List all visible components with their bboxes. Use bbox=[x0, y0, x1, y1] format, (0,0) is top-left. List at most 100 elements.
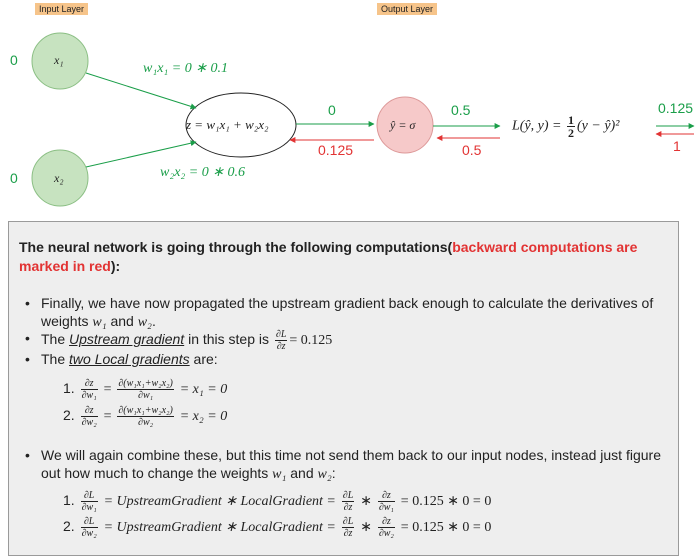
bullet-2-text: The Upstream gradient in this step is ∂L… bbox=[41, 329, 332, 352]
dw2-den: ∂w₂ bbox=[378, 528, 394, 539]
z-forward-value: 0 bbox=[328, 102, 336, 118]
loss-backward-value: 1 bbox=[673, 138, 681, 154]
panel-heading: The neural network is going through the … bbox=[19, 238, 669, 276]
combo-2-number: 2. bbox=[63, 518, 75, 535]
loss-half-den: 2 bbox=[568, 126, 574, 140]
dz-dw2-fraction: ∂z∂w₂ bbox=[80, 405, 98, 428]
yhat-backward-value: 0.5 bbox=[462, 142, 482, 158]
bullet-1-w2: w₂ bbox=[137, 315, 152, 330]
bullet-4-w1: w₁ bbox=[272, 467, 287, 482]
x1-node bbox=[31, 32, 89, 90]
dz-num: ∂z bbox=[80, 405, 98, 417]
local-gradient-2: 2. ∂z∂w₂ = ∂(w₁x₁+w₂x₂)∂w₂ = x₂ = 0 bbox=[63, 405, 227, 428]
x2-input-value: 0 bbox=[10, 170, 18, 186]
dsum-num: ∂(w₁x₁+w₂x₂) bbox=[117, 405, 174, 417]
dw1-den: ∂w₁ bbox=[81, 502, 97, 513]
dl-num: ∂L bbox=[341, 490, 355, 502]
heading-red: backward computations are marked in red bbox=[19, 239, 638, 274]
dl-num: ∂L bbox=[341, 516, 355, 528]
bullet-dot: • bbox=[25, 330, 30, 346]
upstream-gradient-link[interactable]: Upstream gradient bbox=[69, 331, 185, 348]
dl-dz-fraction: ∂L∂z bbox=[341, 490, 355, 513]
combo-2-result: = 0.125 ∗ 0 = 0 bbox=[400, 520, 492, 536]
loss-forward-value: 0.125 bbox=[658, 100, 694, 116]
dz-num: ∂z bbox=[377, 490, 395, 502]
loss-left: L(ŷ, y) = bbox=[512, 118, 565, 134]
dz-dw2-fraction: ∂z∂w₂ bbox=[377, 516, 395, 539]
x2-node bbox=[31, 149, 89, 207]
x2-label: x₂ bbox=[54, 171, 64, 185]
dz-den: ∂z bbox=[276, 341, 286, 352]
dl-num: ∂L bbox=[80, 516, 98, 528]
bullet-4-and: and bbox=[286, 465, 318, 481]
w2x2-label: w₂x₂ = 0 ∗ 0.6 bbox=[160, 165, 245, 180]
dsum-dw1-fraction: ∂(w₁x₁+w₂x₂)∂w₁ bbox=[117, 378, 174, 401]
explanation-panel: The neural network is going through the … bbox=[8, 221, 679, 556]
combo-1-number: 1. bbox=[63, 492, 75, 509]
x1-label: x₁ bbox=[54, 53, 64, 67]
dl-dz-fraction: ∂L∂z bbox=[274, 329, 288, 352]
sigma-node bbox=[376, 96, 434, 154]
bullet-3-suffix: are: bbox=[189, 351, 218, 367]
bullet-dot: • bbox=[25, 295, 30, 311]
heading-suffix: ): bbox=[110, 258, 121, 274]
dsum-dw2-fraction: ∂(w₁x₁+w₂x₂)∂w₂ bbox=[117, 405, 174, 428]
dw2-den: ∂w₂ bbox=[138, 417, 154, 428]
w1x1-label: w₁x₁ = 0 ∗ 0.1 bbox=[143, 61, 228, 76]
dl-dz-fraction: ∂L∂z bbox=[341, 516, 355, 539]
bullet-1-line-2: weights w₁ and w₂. bbox=[41, 312, 156, 332]
local-1-number: 1. bbox=[63, 380, 75, 397]
local-1-result: = x₁ = 0 bbox=[179, 382, 228, 398]
bullet-1-end: . bbox=[151, 313, 156, 329]
bullet-4-w2: w₂ bbox=[317, 467, 332, 482]
bullet-1-weights: weights bbox=[41, 313, 93, 329]
sigma-label: ŷ = σ bbox=[390, 118, 416, 132]
bullet-1-line-1: Finally, we have now propagated the upst… bbox=[41, 295, 654, 311]
yhat-forward-value: 0.5 bbox=[451, 102, 471, 118]
dz-num: ∂z bbox=[377, 516, 395, 528]
x2-to-sum-arrow bbox=[85, 140, 197, 168]
bullet-3-text: The two Local gradients are: bbox=[41, 350, 218, 368]
dw2-den: ∂w₂ bbox=[81, 417, 97, 428]
bullet-4-end: : bbox=[331, 465, 336, 481]
combo-1-result: = 0.125 ∗ 0 = 0 bbox=[400, 494, 492, 510]
local-2-number: 2. bbox=[63, 407, 75, 424]
combination-1: 1. ∂L∂w₁ = UpstreamGradient ∗ LocalGradi… bbox=[63, 490, 491, 513]
combo-text: = UpstreamGradient ∗ LocalGradient = bbox=[103, 520, 336, 536]
upstream-value: = 0.125 bbox=[289, 333, 333, 349]
bullet-dot: • bbox=[25, 351, 30, 367]
bullet-4-prefix: out how much to change the weights bbox=[41, 465, 273, 481]
dl-dw1-fraction: ∂L∂w₁ bbox=[80, 490, 98, 513]
dz-num: ∂z bbox=[80, 378, 98, 390]
bullet-2-mid: in this step is bbox=[184, 331, 273, 348]
dz-dw1-fraction: ∂z∂w₁ bbox=[377, 490, 395, 513]
bullet-4-line-1: We will again combine these, but this ti… bbox=[41, 447, 661, 463]
dw1-den: ∂w₁ bbox=[138, 390, 154, 401]
bullet-2-prefix: The bbox=[41, 331, 70, 348]
loss-half-num: 1 bbox=[567, 113, 575, 127]
times: ∗ bbox=[360, 494, 372, 510]
network-diagram bbox=[31, 32, 695, 207]
sum-node bbox=[185, 92, 297, 158]
loss-right: (y − ŷ)² bbox=[577, 118, 620, 134]
dz-dw1-fraction: ∂z∂w₁ bbox=[80, 378, 98, 401]
dl-num: ∂L bbox=[80, 490, 98, 502]
dl-num: ∂L bbox=[274, 329, 288, 341]
bullet-dot: • bbox=[25, 447, 30, 463]
combo-text: = UpstreamGradient ∗ LocalGradient = bbox=[103, 494, 336, 510]
local-gradients-link[interactable]: two Local gradients bbox=[69, 351, 190, 367]
combination-2: 2. ∂L ∂w₂ = UpstreamGradient ∗ LocalGradi… bbox=[63, 516, 491, 539]
times: ∗ bbox=[360, 520, 372, 536]
dsum-num: ∂(w₁x₁+w₂x₂) bbox=[117, 378, 174, 390]
dw1-den: ∂w₁ bbox=[81, 390, 97, 401]
local-gradient-1: 1. ∂z∂w₁ = ∂(w₁x₁+w₂x₂)∂w₁ = x₁ = 0 bbox=[63, 378, 227, 401]
local-2-result: = x₂ = 0 bbox=[179, 409, 228, 425]
dz-den: ∂z bbox=[343, 528, 353, 539]
dw1-den: ∂w₁ bbox=[378, 502, 394, 513]
input-layer-tag: Input Layer bbox=[35, 3, 89, 15]
bullet-4-line-2: out how much to change the weights w₁ an… bbox=[41, 464, 336, 484]
z-backward-value: 0.125 bbox=[318, 142, 354, 158]
x1-input-value: 0 bbox=[10, 52, 18, 68]
